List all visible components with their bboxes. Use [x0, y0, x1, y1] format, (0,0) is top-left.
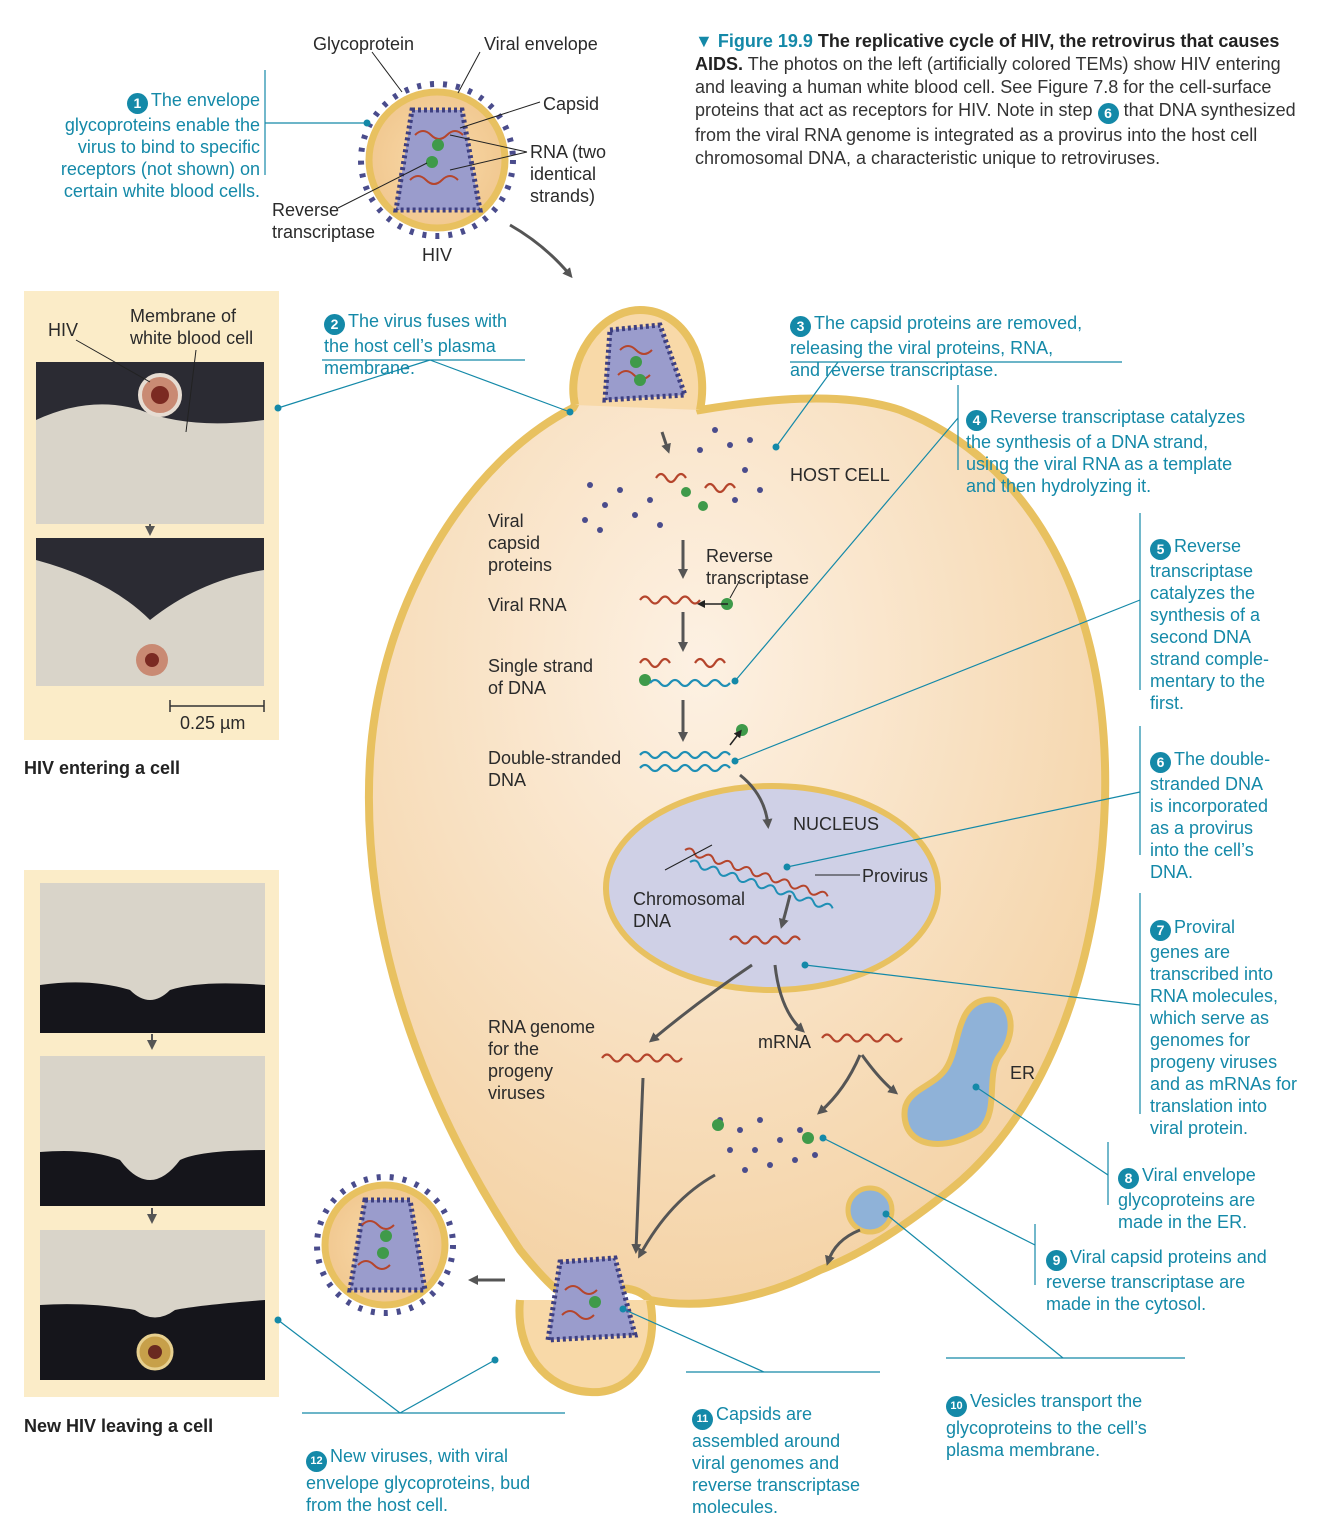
panel-title-entering: HIV entering a cell [24, 758, 181, 778]
mrna-strand [821, 1033, 903, 1043]
photo-panel-entering [24, 291, 279, 740]
caption-body-2: that DNA synthesized from the viral RNA … [695, 100, 1296, 168]
step-5-badge: 5 [1150, 539, 1171, 560]
step-9-text: Viral capsid proteins and reverse transc… [1046, 1247, 1267, 1314]
label-viral-rna: Viral RNA [488, 595, 567, 615]
step-12-badge: 12 [306, 1451, 327, 1472]
caption-triangle-icon: ▼ [695, 31, 713, 51]
label-capsid: Capsid [543, 94, 600, 114]
rt-release-arrow [729, 729, 742, 746]
label-viral-envelope: Viral envelope [484, 34, 598, 54]
hiv-virion-top [358, 81, 516, 239]
step-12-text: New viruses, with viral envelope glycopr… [306, 1446, 531, 1515]
caption-step-badge: 6 [1097, 103, 1119, 124]
panel-title-leaving: New HIV leaving a cell [24, 1416, 214, 1436]
fusing-virus [569, 305, 707, 411]
transcribed-rna [729, 935, 801, 945]
hiv-virion-released [314, 1174, 456, 1316]
label-host-cell: HOST CELL [790, 465, 890, 485]
label-reverse-transcriptase-top: Reverse transcriptase [272, 200, 376, 242]
label-mrna: mRNA [758, 1032, 811, 1052]
step-3-badge: 3 [790, 316, 811, 337]
step-4-badge: 4 [966, 410, 987, 431]
leader-dots [274, 119, 980, 1364]
process-arrows [468, 223, 899, 1285]
photo-panel-leaving [24, 870, 279, 1397]
step-9-badge: 9 [1046, 1250, 1067, 1271]
caption-body-1: The photos on the left (artificially col… [695, 54, 1281, 120]
label-rna-genome: RNA genome for the progeny viruses [488, 1017, 596, 1103]
nucleus [603, 783, 941, 993]
step-10-text: Vesicles transport the glycoproteins to … [946, 1391, 1147, 1460]
step-5-text: Reverse transcriptase catalyzes the synt… [1150, 536, 1270, 713]
budding-virus [515, 1255, 657, 1397]
double-stranded-dna [639, 750, 731, 773]
label-er: ER [1010, 1063, 1036, 1083]
single-strand-dna [639, 657, 731, 688]
step-7-badge: 7 [1150, 920, 1171, 941]
step-2-badge: 2 [324, 314, 345, 335]
label-nucleus: NUCLEUS [793, 814, 880, 834]
photo-label-hiv: HIV [48, 320, 79, 340]
step-6-badge: 6 [1150, 752, 1171, 773]
scale-bar-label: 0.25 µm [180, 713, 246, 733]
label-hiv-top: HIV [422, 245, 453, 265]
label-rna: RNA (two identical strands) [530, 142, 607, 206]
step-11-badge: 11 [692, 1409, 713, 1430]
viral-rna-uncoated [655, 472, 736, 494]
rna-genome-progeny [601, 1053, 683, 1063]
figure-caption: ▼ Figure 19.9 The replicative cycle of H… [695, 30, 1315, 170]
photo-label-membrane: Membrane of white blood cell [130, 306, 254, 348]
label-chromosomal-dna: Chromosomal DNA [633, 889, 746, 931]
viral-rna-strand [639, 595, 701, 605]
figure-label: Figure 19.9 [717, 31, 813, 51]
leader-lines [264, 70, 1185, 1414]
step-4-text: Reverse transcriptase catalyzes the synt… [966, 407, 1246, 496]
label-viral-capsid-proteins: Viral capsid proteins [488, 511, 553, 575]
label-reverse-transcriptase-mid: Reverse transcriptase [706, 546, 810, 588]
step-6-text: The double- stranded DNA is incorporated… [1150, 749, 1271, 882]
step-8-badge: 8 [1118, 1168, 1139, 1189]
label-lines [337, 51, 860, 876]
reverse-transcriptase-molecules [639, 487, 814, 1144]
label-glycoprotein: Glycoprotein [313, 34, 415, 54]
step-10-badge: 10 [946, 1396, 967, 1417]
label-double-stranded: Double-stranded DNA [488, 748, 622, 790]
vesicle [845, 1185, 895, 1235]
endoplasmic-reticulum [901, 996, 1014, 1147]
step-2-text: The virus fuses with the host cell’s pla… [324, 311, 508, 378]
label-provirus: Provirus [862, 866, 929, 886]
label-single-strand: Single strand of DNA [488, 656, 594, 698]
step-3-text: The capsid proteins are removed, releasi… [790, 313, 1083, 380]
step-11-text: Capsids are assembled around viral genom… [692, 1404, 861, 1517]
capsid-protein-dots [582, 427, 818, 1173]
figure-title: The replicative cycle of HIV, the retrov… [695, 31, 1280, 74]
step-7-text: Proviral genes are transcribed into RNA … [1150, 917, 1298, 1138]
step-8-text: Viral envelope glycoproteins are made in… [1118, 1165, 1256, 1232]
step-1-text: The envelope glycoproteins enable the vi… [60, 90, 260, 201]
chromosomal-dna-with-provirus [684, 847, 834, 909]
step-1-badge: 1 [126, 93, 148, 114]
